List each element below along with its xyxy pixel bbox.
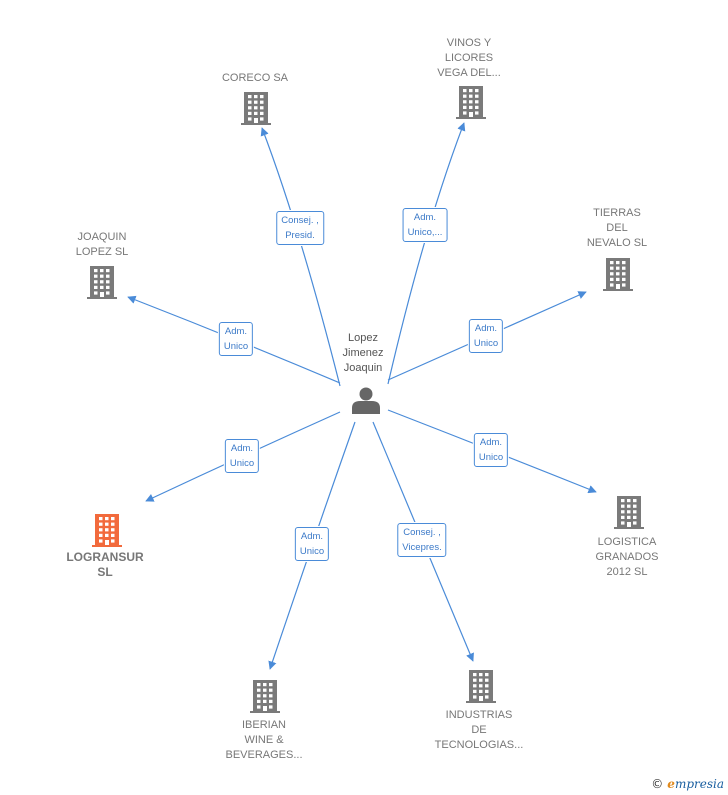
brand-name-rest: mpresia — [674, 777, 724, 791]
building-icon-tierras[interactable] — [603, 258, 633, 291]
company-label-logistica[interactable]: LOGISTICA GRANADOS 2012 SL — [595, 536, 659, 578]
building-icon-logransur[interactable] — [92, 514, 122, 547]
person-icon[interactable] — [352, 387, 380, 415]
building-icon-vinos[interactable] — [456, 86, 486, 119]
edge-vinos — [387, 122, 466, 385]
building-icon-coreco[interactable] — [241, 92, 271, 125]
company-label-joaquin[interactable]: JOAQUIN LOPEZ SL — [75, 231, 129, 258]
building-icon-industrias[interactable] — [466, 670, 496, 703]
role-label-logransur: Adm. Unico — [224, 439, 260, 473]
company-label-tierras[interactable]: TIERRAS DEL NEVALO SL — [586, 207, 648, 249]
company-label-coreco[interactable]: CORECO SA — [221, 72, 289, 84]
building-icon-logistica[interactable] — [614, 496, 644, 529]
role-label-iberian: Adm. Unico — [294, 527, 330, 561]
role-label-coreco: Consej. , Presid. — [276, 211, 324, 245]
building-icon-joaquin[interactable] — [87, 266, 117, 299]
role-label-logistica: Adm. Unico — [473, 433, 509, 467]
company-label-logransur[interactable]: LOGRANSUR SL — [66, 550, 144, 579]
empresia-logo: ©empresia — [651, 777, 724, 791]
role-label-vinos: Adm. Unico,... — [402, 208, 448, 242]
role-label-tierras: Adm. Unico — [468, 319, 504, 353]
brand-first-letter: e — [667, 777, 675, 791]
role-label-industrias: Consej. , Vicepres. — [397, 523, 447, 557]
building-icon-iberian[interactable] — [250, 680, 280, 713]
company-label-industrias[interactable]: INDUSTRIAS DE TECNOLOGIAS... — [434, 709, 524, 751]
copyright-symbol: © — [651, 777, 664, 791]
edge-coreco — [260, 127, 341, 387]
company-label-vinos[interactable]: VINOS Y LICORES VEGA DEL... — [437, 37, 501, 79]
person-name-label[interactable]: Lopez Jimenez Joaquin — [342, 332, 384, 374]
company-label-iberian[interactable]: IBERIAN WINE & BEVERAGES... — [225, 719, 303, 761]
role-label-joaquin: Adm. Unico — [218, 322, 254, 356]
